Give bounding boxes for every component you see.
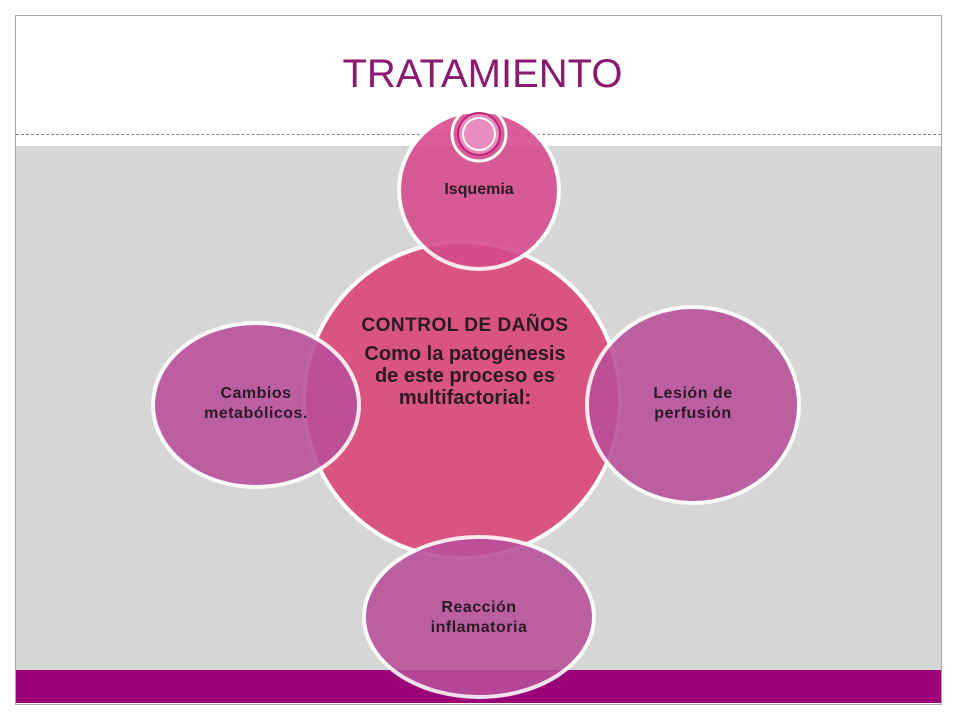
decor-ring-core [462,117,496,151]
node-left-label: Cambios metabólicos. [204,385,308,422]
center-text: Como la patogénesis de este proceso es m… [364,343,566,409]
center-label: CONTROL DE DAÑOS Como la patogénesis de … [360,314,570,409]
node-right-label: Lesión de perfusión [653,385,733,422]
node-top-label: Isquemia [444,181,514,198]
node-top-circle [397,109,561,271]
node-right-circle [585,305,801,505]
slide-frame [15,15,942,705]
slide-title: TRATAMIENTO [342,52,623,96]
node-bottom-circle [362,535,596,699]
node-left-circle [151,321,361,489]
center-title: CONTROL DE DAÑOS [361,315,569,336]
node-bottom-label: Reacción inflamatoria [430,599,528,636]
decor-ring-outer [450,105,508,163]
